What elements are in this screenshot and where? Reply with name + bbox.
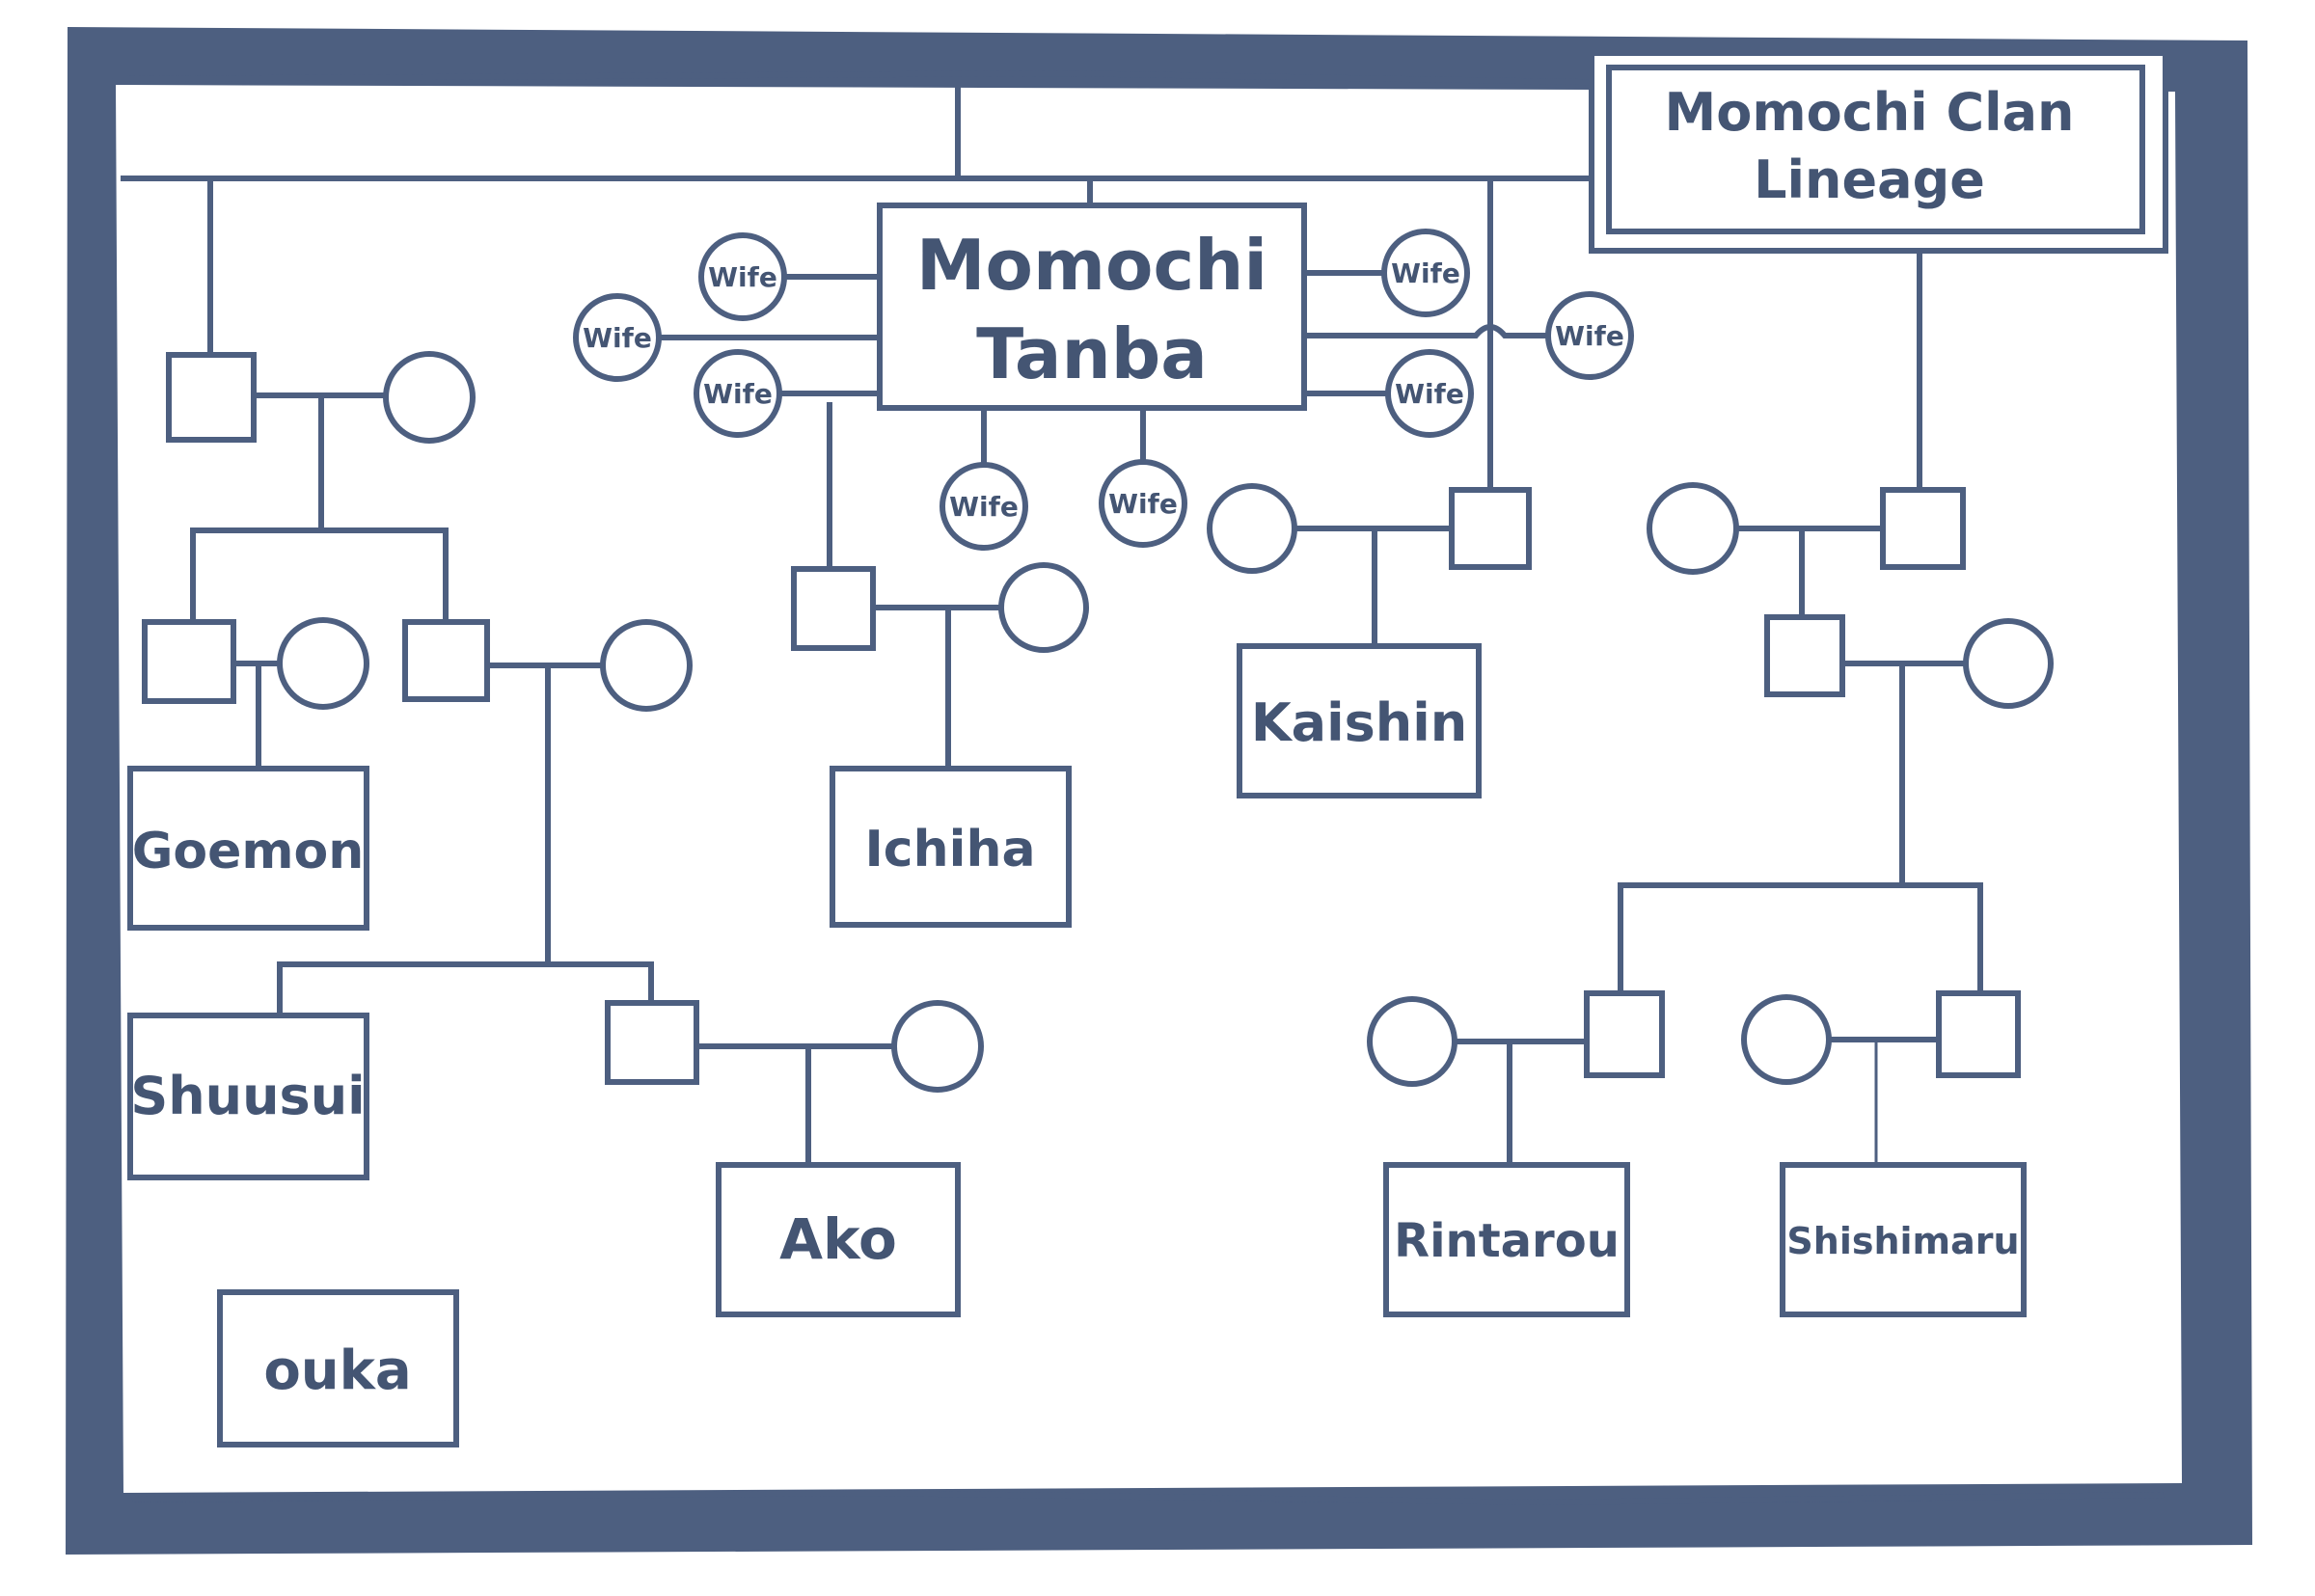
member-name: Rintarou [1394, 1214, 1620, 1268]
member-box [1383, 1162, 1630, 1317]
title-box-inner [1606, 65, 2145, 234]
wife-marker: Wife [1099, 459, 1187, 548]
female-marker [383, 351, 476, 444]
title-box-outer [1589, 50, 2168, 254]
root-line-2: Tanba [976, 313, 1208, 394]
member-rintarou: Rintarou [1383, 1162, 1630, 1317]
wife-marker: Wife [1545, 291, 1634, 380]
wife-label: Wife [708, 261, 777, 293]
wife-marker: Wife [694, 349, 782, 438]
male-marker [142, 619, 236, 704]
member-ichiha: Ichiha [830, 766, 1072, 928]
line-sibling-bar-h [1618, 882, 1983, 996]
male-marker [1880, 487, 1966, 570]
line-sibling-bar-a [190, 527, 449, 625]
female-marker [600, 619, 693, 712]
female-marker [277, 617, 369, 710]
wife-circle [694, 349, 782, 438]
wife-circle [1545, 291, 1634, 380]
member-name: Shuusui [130, 1066, 365, 1126]
member-name: Kaishin [1251, 692, 1467, 753]
wife-marker: Wife [698, 232, 787, 321]
member-box [1237, 643, 1482, 798]
male-marker [402, 619, 490, 702]
member-kaishin: Kaishin [1237, 643, 1482, 798]
member-box [127, 1013, 369, 1180]
wife-circle [1385, 349, 1474, 438]
wife-circle [698, 232, 787, 321]
member-name: Goemon [132, 823, 365, 880]
wife-circle [573, 293, 662, 382]
wife-label: Wife [1391, 257, 1460, 289]
title-box: Momochi Clan Lineage [1589, 50, 2168, 254]
member-box [1780, 1162, 2027, 1317]
wife-label: Wife [949, 491, 1019, 523]
line-sibling-bar-c [277, 961, 654, 1018]
member-box [716, 1162, 961, 1317]
wife-label: Wife [583, 322, 652, 354]
female-marker [891, 1000, 984, 1093]
member-box [830, 766, 1072, 928]
markers [142, 351, 2054, 1093]
female-marker [1367, 996, 1457, 1087]
wife-circle [1381, 229, 1470, 317]
frame-rough-bottom [131, 1489, 2165, 1506]
wife-marker: Wife [573, 293, 662, 382]
member-name: Ako [779, 1206, 897, 1272]
member-name: Ichiha [864, 821, 1035, 879]
member-name: Shishimaru [1786, 1220, 2019, 1262]
male-marker [1764, 614, 1845, 697]
member-shishimaru: Shishimaru [1780, 1162, 2027, 1317]
female-marker [1647, 482, 1739, 575]
male-marker [791, 566, 876, 651]
wife-circle [940, 462, 1028, 551]
wife-label: Wife [703, 378, 773, 410]
member-name: ouka [263, 1339, 411, 1402]
member-ako: Ako [716, 1162, 961, 1317]
root-line-1: Momochi [916, 225, 1267, 306]
member-ouka: ouka [217, 1289, 459, 1447]
male-marker [1584, 990, 1665, 1078]
female-marker [1741, 994, 1832, 1085]
line-wife-5 [1302, 324, 1551, 338]
member-boxes: Goemon Ichiha Kaishin Shuusui Ako ouka R… [127, 643, 2027, 1447]
male-marker [1449, 487, 1532, 570]
root-box-rect [877, 203, 1307, 411]
member-box [217, 1289, 459, 1447]
wife-label: Wife [1555, 320, 1624, 352]
wife-marker: Wife [940, 462, 1028, 551]
wife-label: Wife [1108, 488, 1178, 520]
female-marker [1207, 483, 1297, 574]
member-goemon: Goemon [127, 766, 369, 931]
wife-marker: Wife [1381, 229, 1470, 317]
title-line-1: Momochi Clan [1665, 82, 2075, 143]
male-marker [166, 352, 257, 443]
wife-marker: Wife [1385, 349, 1474, 438]
male-marker [605, 1000, 699, 1085]
wife-label: Wife [1395, 378, 1464, 410]
connection-lines [121, 84, 1983, 1168]
root-box: Momochi Tanba [877, 203, 1307, 411]
member-box [127, 766, 369, 931]
member-shuusui: Shuusui [127, 1013, 369, 1180]
female-marker [998, 562, 1089, 653]
title-line-2: Lineage [1754, 149, 1985, 210]
wife-circle [1099, 459, 1187, 548]
female-marker [1963, 618, 2054, 709]
male-marker [1936, 990, 2021, 1078]
